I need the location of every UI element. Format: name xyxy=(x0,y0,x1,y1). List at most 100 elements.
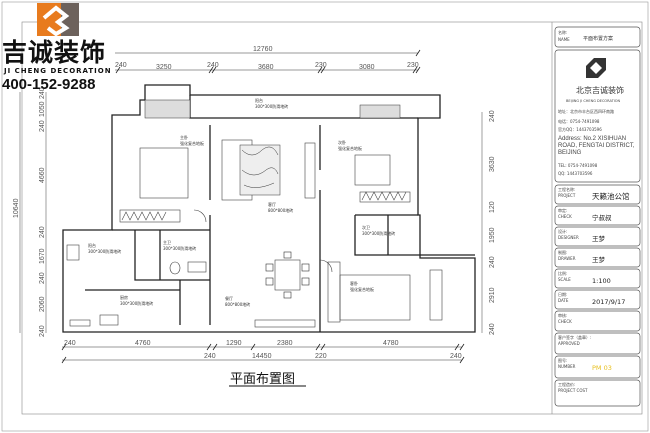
stove-icon xyxy=(69,319,91,327)
svg-text:300*300防滑地砖: 300*300防滑地砖 xyxy=(362,230,395,236)
title-block-text: DRAWER xyxy=(558,256,576,261)
title-block-text: PM 03 xyxy=(592,364,612,372)
title-block-row xyxy=(554,247,641,268)
title-block-text: SCALE xyxy=(558,277,571,282)
title-block-text: 审核: xyxy=(558,312,567,318)
title-block-text: DESIGNER xyxy=(558,235,579,240)
svg-text:餐厅: 餐厅 xyxy=(225,295,233,301)
dim-label: 240 xyxy=(39,226,46,238)
toilet-icon xyxy=(169,261,181,275)
dim-label: 2910 xyxy=(489,287,496,303)
dim-top-total: 12760 xyxy=(253,46,273,53)
drawing-title: 平面布置图 xyxy=(230,372,295,387)
name-value: 平面布置方案 xyxy=(583,35,613,42)
company-address-en: Address: No.2 XISIHUAN ROAD, FENGTAI DIS… xyxy=(558,136,635,156)
dim-label: 1950 xyxy=(489,227,496,243)
company-tel: 电话：0754-7491098 xyxy=(558,118,600,124)
title-block-text: CHECK xyxy=(558,214,572,219)
svg-text:800*800地砖: 800*800地砖 xyxy=(225,301,250,307)
title-block-row xyxy=(554,226,641,247)
rug-icon xyxy=(239,144,281,196)
wardrobe-icon xyxy=(327,261,341,323)
title-block-text: 日期: xyxy=(558,291,567,297)
svg-text:主卫: 主卫 xyxy=(163,239,171,245)
wardrobe-icon xyxy=(359,191,411,203)
brand-logo-icon xyxy=(37,3,79,37)
title-block-text: CHECK xyxy=(558,319,572,324)
title-block-text: NUMBER xyxy=(558,364,576,369)
dim-label: 240 xyxy=(115,62,127,69)
title-block-company xyxy=(554,49,641,183)
title-block-text: PROJECT COST xyxy=(558,388,588,393)
title-block-row xyxy=(554,205,641,226)
svg-text:300*300防滑地砖: 300*300防滑地砖 xyxy=(88,248,121,254)
dim-label: 240 xyxy=(39,325,46,337)
dining-table-icon xyxy=(274,259,301,291)
company-address: 地址：北京市丰台区西四环南路 xyxy=(558,108,614,114)
svg-text:次卫: 次卫 xyxy=(362,224,370,230)
dim-label: 240 xyxy=(489,110,496,122)
company-logo-icon xyxy=(586,58,606,78)
title-block-text: 设计: xyxy=(558,228,567,234)
title-block-row xyxy=(554,355,641,379)
title-block-text: 图号: xyxy=(558,357,567,363)
cabinet-icon xyxy=(254,319,316,328)
dim-label: 230 xyxy=(407,62,419,69)
dim-label: 240 xyxy=(207,62,219,69)
brand-name-en: JI CHENG DECORATION xyxy=(4,67,112,75)
title-block-text: PROJECT xyxy=(558,193,576,198)
dim-label: 240 xyxy=(489,323,496,335)
name-label: 名称: xyxy=(558,29,567,35)
svg-text:强化复合地板: 强化复合地板 xyxy=(350,286,374,292)
title-block-row xyxy=(554,268,641,289)
svg-text:阳台: 阳台 xyxy=(255,97,263,103)
title-block-text: 王梦 xyxy=(592,235,606,243)
title-block-name xyxy=(554,26,641,48)
dim-label: 230 xyxy=(315,62,327,69)
svg-text:300*300防滑地砖: 300*300防滑地砖 xyxy=(255,103,288,109)
svg-text:厨房: 厨房 xyxy=(120,294,128,300)
wardrobe-icon xyxy=(429,269,443,321)
master-bed-icon xyxy=(139,147,189,199)
dim-label: 240 xyxy=(489,256,496,268)
dim-label: 120 xyxy=(489,201,496,213)
dim-label: 2060 xyxy=(39,296,46,312)
title-block-row xyxy=(554,332,641,355)
dim-label: 4660 xyxy=(39,167,46,183)
title-block-text: 工程名称: xyxy=(558,186,575,192)
dim-label: 4760 xyxy=(135,340,151,347)
second-bed-icon xyxy=(354,154,391,186)
title-block-row xyxy=(554,289,641,310)
title-block-text: 王梦 xyxy=(592,256,606,264)
brand-phone: 400-152-9288 xyxy=(2,76,96,93)
brand-logo: 吉诚装饰 JI CHENG DECORATION 400-152-9288 xyxy=(0,0,112,95)
company-tel-en: TEL: 0754-7491098 xyxy=(557,163,598,168)
dim-label: 3680 xyxy=(258,64,274,71)
dim-label: 240 xyxy=(39,120,46,132)
company-qq-en: QQ: 1443703596 xyxy=(558,171,593,176)
title-block-text: 比例: xyxy=(558,270,567,276)
dim-label: 1290 xyxy=(226,340,242,347)
dim-label: 3080 xyxy=(359,64,375,71)
dim-label: 240 xyxy=(204,353,216,360)
dim-label: 14450 xyxy=(252,353,272,360)
dim-label: 2380 xyxy=(277,340,293,347)
inner-frame xyxy=(21,21,643,415)
name-label-en: NAME xyxy=(558,37,570,42)
wardrobe-icon xyxy=(119,209,181,223)
svg-text:客厅: 客厅 xyxy=(268,201,276,207)
title-block-text: 宁叔叔 xyxy=(592,213,612,222)
dim-label: 240 xyxy=(64,340,76,347)
title-block-text: 天籁池公馆 xyxy=(592,191,630,201)
dim-label: 240 xyxy=(39,87,46,99)
top-dimensions: 12760 240 3250 240 3680 230 3080 230 xyxy=(115,46,421,74)
svg-text:次卧: 次卧 xyxy=(338,139,346,145)
dim-label: 3630 xyxy=(489,156,496,172)
furniture xyxy=(66,139,443,328)
dim-label: 1670 xyxy=(39,248,46,264)
svg-text:300*300防滑地砖: 300*300防滑地砖 xyxy=(163,245,196,251)
title-block-text: 制图: xyxy=(558,249,567,255)
dim-label: 10640 xyxy=(13,198,20,218)
